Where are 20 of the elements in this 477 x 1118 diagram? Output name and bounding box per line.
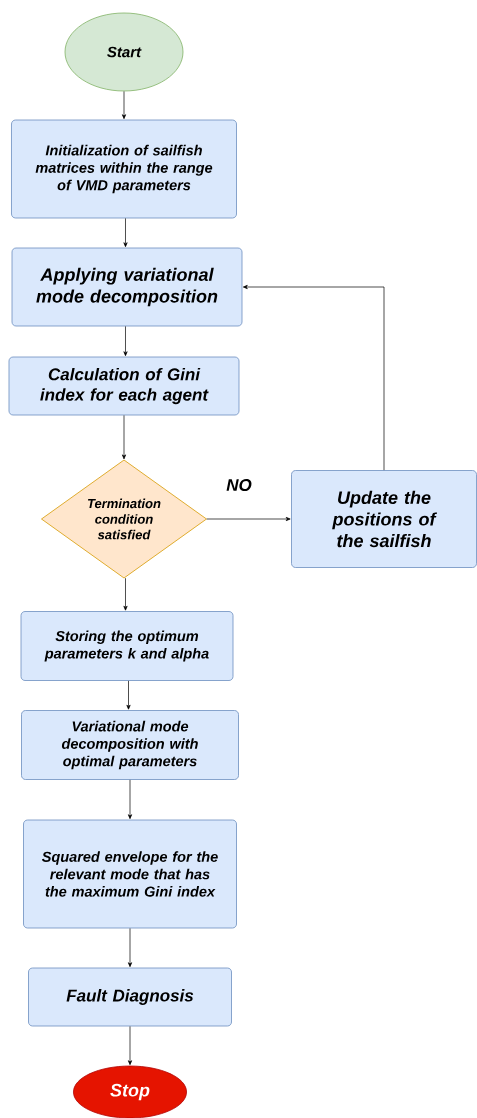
arrow (121, 91, 127, 120)
process-box: Squared envelope for the relevant mode that has the maximum Gini index (23, 819, 237, 929)
arrow (123, 577, 128, 611)
process-box: Variational mode decomposition with optimal parameters (21, 710, 239, 780)
arrow (126, 680, 131, 710)
arrow (127, 928, 133, 968)
process-box: Initialization of sailfish matrices within the range of VMD parameters (11, 119, 237, 219)
arrow (242, 284, 385, 471)
arrow (123, 326, 128, 357)
process-box: Storing the optimum parameters k and alpha (20, 611, 234, 681)
process-box: Applying variational mode decomposition (11, 247, 243, 327)
arrow (206, 516, 291, 522)
process-box: Calculation of Gini index for each agent (8, 356, 240, 416)
process-box: Fault Diagnosis (28, 967, 232, 1027)
arrow (123, 218, 128, 248)
edge-label: NO (225, 478, 253, 492)
arrow (127, 779, 133, 820)
arrow (121, 415, 127, 460)
process-box: Update the positions of the sailfish (291, 470, 477, 568)
arrow (127, 1026, 133, 1066)
